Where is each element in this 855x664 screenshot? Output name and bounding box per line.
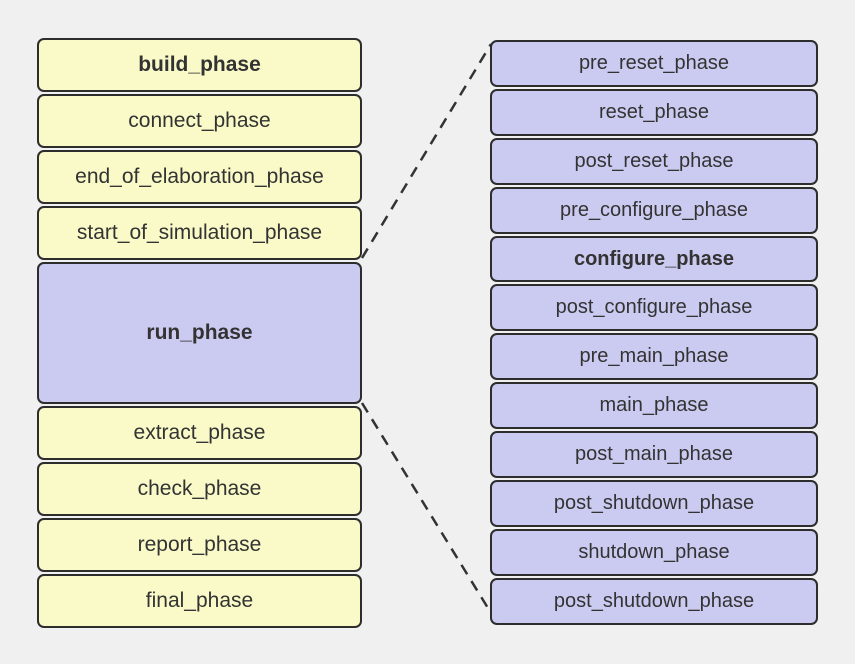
- phase-box-build: build_phase: [37, 38, 362, 92]
- phase-box-post-shutdown-2: post_shutdown_phase: [490, 577, 818, 625]
- phase-box-final: final_phase: [37, 574, 362, 628]
- phase-box-extract: extract_phase: [37, 406, 362, 460]
- phase-box-start-of-simulation: start_of_simulation_phase: [37, 206, 362, 260]
- main-phase-column: build_phase connect_phase end_of_elabora…: [37, 38, 362, 628]
- connector-run-phase-top: [360, 43, 493, 259]
- phase-box-end-of-elaboration: end_of_elaboration_phase: [37, 150, 362, 204]
- phase-box-post-configure: post_configure_phase: [490, 284, 818, 332]
- phase-box-report: report_phase: [37, 518, 362, 572]
- phase-box-post-main: post_main_phase: [490, 431, 818, 479]
- phase-box-check: check_phase: [37, 462, 362, 516]
- phase-box-shutdown: shutdown_phase: [490, 528, 818, 576]
- phase-box-configure: configure_phase: [490, 235, 818, 283]
- phase-box-connect: connect_phase: [37, 94, 362, 148]
- phase-box-run: run_phase: [37, 262, 362, 404]
- sub-phase-column: pre_reset_phase reset_phase post_reset_p…: [490, 40, 818, 625]
- phase-box-main: main_phase: [490, 382, 818, 430]
- connector-run-phase-bottom: [360, 402, 493, 614]
- phase-box-post-shutdown-1: post_shutdown_phase: [490, 480, 818, 527]
- phase-box-reset: reset_phase: [490, 88, 818, 136]
- phase-box-pre-main: pre_main_phase: [490, 333, 818, 381]
- phase-box-post-reset: post_reset_phase: [490, 137, 818, 185]
- phase-box-pre-reset: pre_reset_phase: [490, 40, 818, 87]
- phase-box-pre-configure: pre_configure_phase: [490, 186, 818, 234]
